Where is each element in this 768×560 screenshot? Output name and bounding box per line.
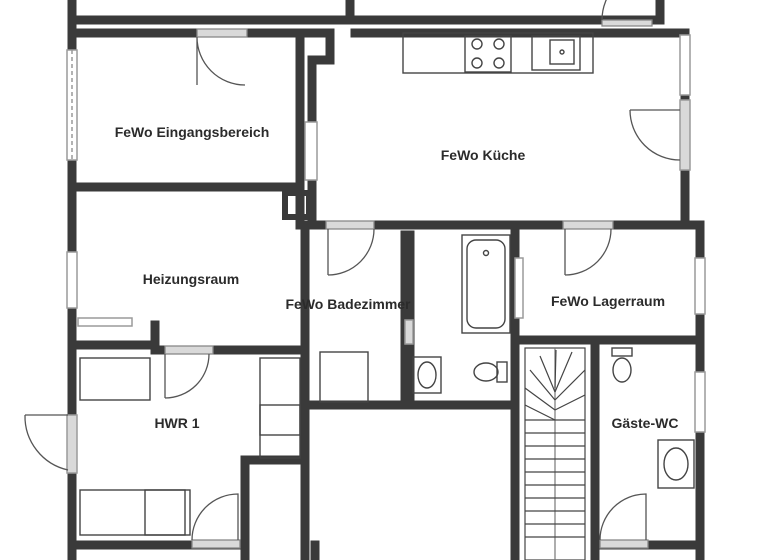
room-label-hwr: HWR 1 — [154, 415, 199, 431]
room-label-heizung: Heizungsraum — [143, 271, 239, 287]
washbasin-icon — [412, 356, 442, 394]
hwr-cabinets — [79, 357, 301, 536]
room-label-kueche: FeWo Küche — [441, 147, 526, 163]
stove-icon — [464, 35, 512, 73]
room-label-bad: FeWo Badezimmer — [286, 296, 412, 312]
room-label-eingang: FeWo Eingangsbereich — [115, 124, 270, 140]
stairs-icon — [524, 347, 586, 560]
window-icon — [66, 34, 706, 474]
kitchen-counter — [402, 32, 594, 74]
washbasin-icon — [657, 439, 695, 489]
room-label-wc: Gäste-WC — [612, 415, 679, 431]
door-swing-icon — [24, 0, 681, 549]
bathtub-icon — [461, 234, 511, 334]
room-label-lager: FeWo Lagerraum — [551, 293, 665, 309]
toilet-icon — [473, 361, 508, 383]
toilet-icon — [611, 347, 633, 383]
appliance-box — [319, 351, 369, 403]
sink-icon — [531, 35, 581, 71]
